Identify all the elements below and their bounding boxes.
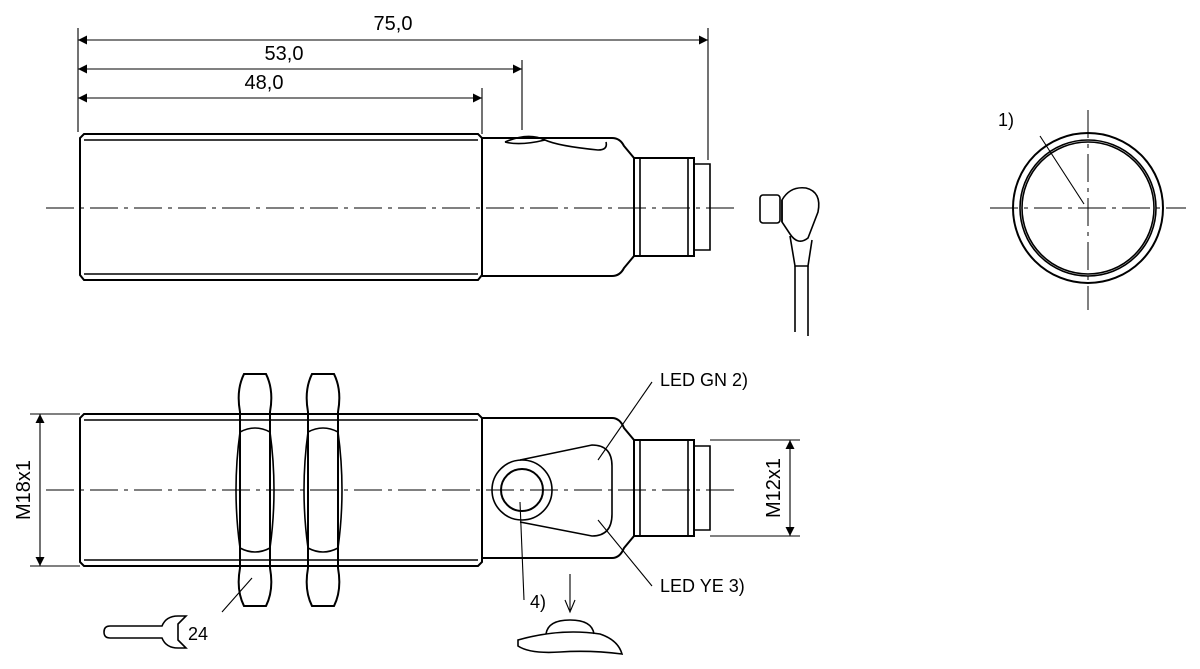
leader-line (1039, 135, 1085, 205)
m12-connector (633, 157, 711, 257)
button-detail (517, 619, 624, 655)
dimension-thread-length: 48,0 (245, 72, 284, 94)
leader-line (597, 381, 653, 461)
leader-line (597, 519, 653, 587)
housing (482, 135, 635, 277)
callout-led-yellow: LED YE 3) (660, 576, 745, 596)
hex-nut (303, 373, 343, 607)
callout-led-green: LED GN 2) (660, 370, 748, 390)
leader-line (519, 501, 525, 601)
press-arrow-icon (564, 574, 576, 614)
callout-sensing-face: 1) (998, 110, 1014, 130)
threaded-body (79, 413, 483, 567)
thread-connector-label: M12x1 (763, 458, 785, 518)
top-view: 75,0 53,0 48,0 (46, 13, 820, 336)
dimension-overall-length: 75,0 (374, 13, 413, 35)
callout-teach-button: 4) (530, 592, 546, 612)
end-view: 1) (990, 110, 1186, 310)
led-window-slot (504, 135, 608, 151)
thread-main-label: M18x1 (13, 460, 35, 520)
threaded-body (79, 133, 483, 281)
wrench-icon (103, 615, 188, 649)
cable-plug (759, 186, 820, 336)
wrench-size-label: 24 (188, 624, 208, 644)
bottom-view: M18x1 (13, 370, 800, 655)
m12-connector (633, 439, 711, 537)
dimension-led-window: 53,0 (265, 43, 304, 65)
leader-line (221, 577, 253, 613)
